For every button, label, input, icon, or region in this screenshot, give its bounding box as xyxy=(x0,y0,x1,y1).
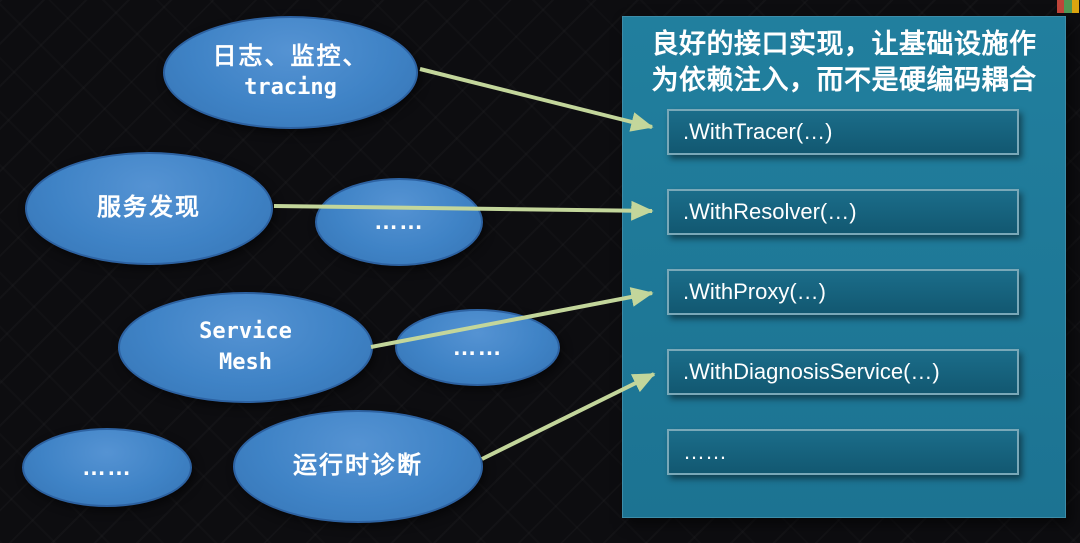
api-row-label: …… xyxy=(683,439,727,464)
corner-logo-fragment xyxy=(1057,0,1065,13)
node-label: …… xyxy=(374,208,424,235)
node-ellipsis-2: …… xyxy=(395,309,560,386)
arrow-logging-to-withtracer xyxy=(419,67,654,132)
node-ellipsis-3: …… xyxy=(22,428,192,507)
node-label: Service xyxy=(199,318,292,344)
api-row-ellipsis: …… xyxy=(667,429,1019,475)
node-label: 运行时诊断 xyxy=(293,452,423,480)
panel-title: 良好的接口实现，让基础设施作 为依赖注入，而不是硬编码耦合 xyxy=(651,29,1037,95)
api-row-label: .WithTracer(…) xyxy=(683,119,833,144)
node-label: …… xyxy=(452,333,503,361)
api-row-with-resolver: .WithResolver(…) xyxy=(667,189,1019,235)
node-service-discovery: 服务发现 xyxy=(25,152,273,265)
api-row-with-proxy: .WithProxy(…) xyxy=(667,269,1019,315)
api-row-with-tracer: .WithTracer(…) xyxy=(667,109,1019,155)
node-label: tracing xyxy=(244,75,337,101)
node-label: 服务发现 xyxy=(97,194,201,222)
node-label: …… xyxy=(82,453,132,481)
node-label: Mesh xyxy=(219,349,272,375)
corner-logo-fragment xyxy=(1071,0,1079,13)
corner-logo-fragment xyxy=(1064,0,1072,13)
node-logging-monitoring-tracing: 日志、监控、 tracing xyxy=(163,16,418,129)
api-panel: 良好的接口实现，让基础设施作 为依赖注入，而不是硬编码耦合 .WithTrace… xyxy=(622,16,1066,518)
api-row-label: .WithResolver(…) xyxy=(683,199,857,224)
api-row-label: .WithDiagnosisService(…) xyxy=(683,359,940,384)
api-row-label: .WithProxy(…) xyxy=(683,279,826,304)
api-row-with-diagnosis-service: .WithDiagnosisService(…) xyxy=(667,349,1019,395)
node-runtime-diagnosis: 运行时诊断 xyxy=(233,410,483,523)
node-label: 日志、监控、 xyxy=(212,42,369,70)
node-service-mesh: Service Mesh xyxy=(118,292,373,403)
node-ellipsis-1: …… xyxy=(315,178,483,266)
corner-logo xyxy=(1057,0,1079,13)
